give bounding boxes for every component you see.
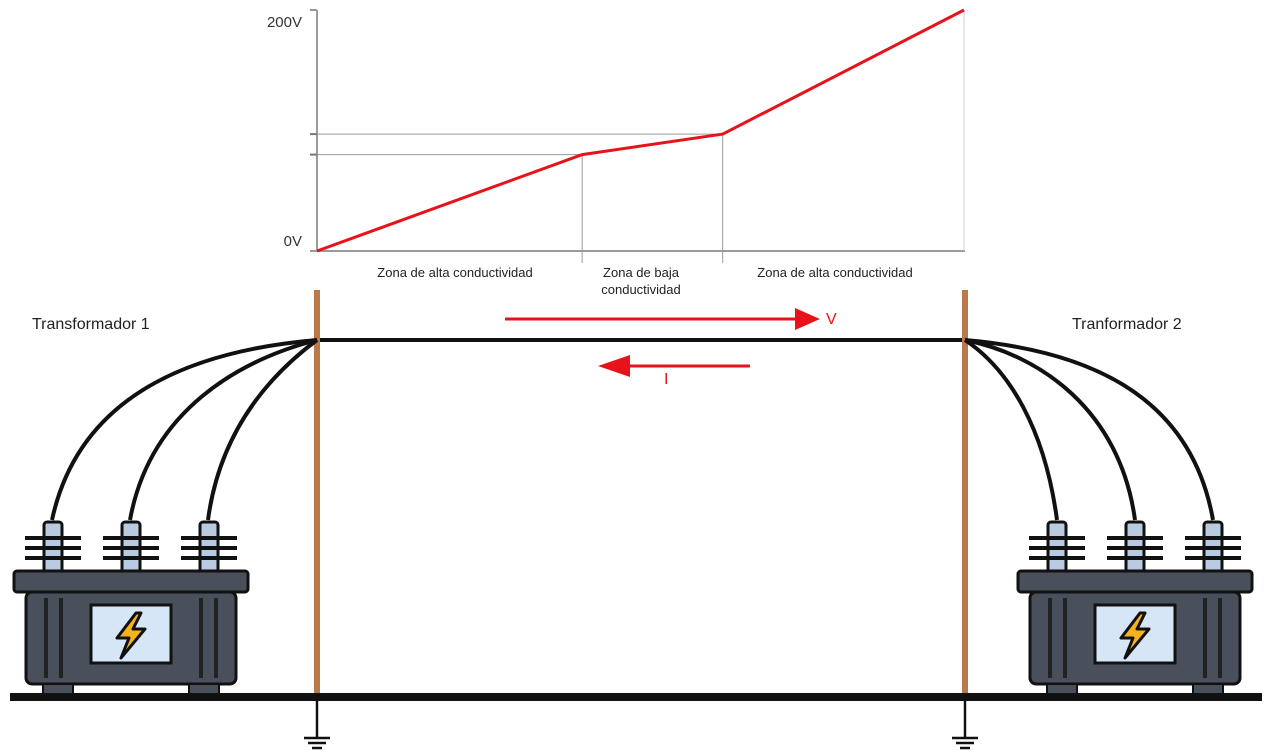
transformer-2 [1016, 520, 1254, 695]
lightning-icon [115, 611, 147, 660]
bushings [25, 520, 237, 576]
cables-right [963, 338, 1215, 521]
zone-label-1: Zona de alta conductividad [377, 265, 533, 280]
current-arrow [598, 355, 750, 377]
cables-left [50, 338, 319, 521]
chart-guides [310, 133, 724, 263]
transformer-1 [12, 520, 250, 695]
y-tick-label-bottom: 0V [283, 233, 302, 250]
zone-label-3: Zona de alta conductividad [757, 265, 913, 280]
ground-icon [304, 700, 330, 750]
bushings [1029, 520, 1241, 576]
y-tick-label-top: 200V [266, 14, 302, 31]
chart-axes [310, 9, 965, 252]
current-arrow-label: I [664, 371, 669, 388]
voltage-arrow [505, 308, 820, 330]
transformer-1-label: Transformador 1 [32, 316, 150, 333]
chart-line-group [316, 8, 965, 253]
zone-label-2: Zona de baja conductividad [601, 265, 681, 297]
voltage-profile-line [316, 8, 965, 253]
voltage-arrow-label: V [826, 311, 837, 328]
ground-icon [952, 700, 978, 750]
transformer-2-label: Tranformador 2 [1072, 316, 1182, 333]
lightning-icon [1119, 611, 1151, 660]
